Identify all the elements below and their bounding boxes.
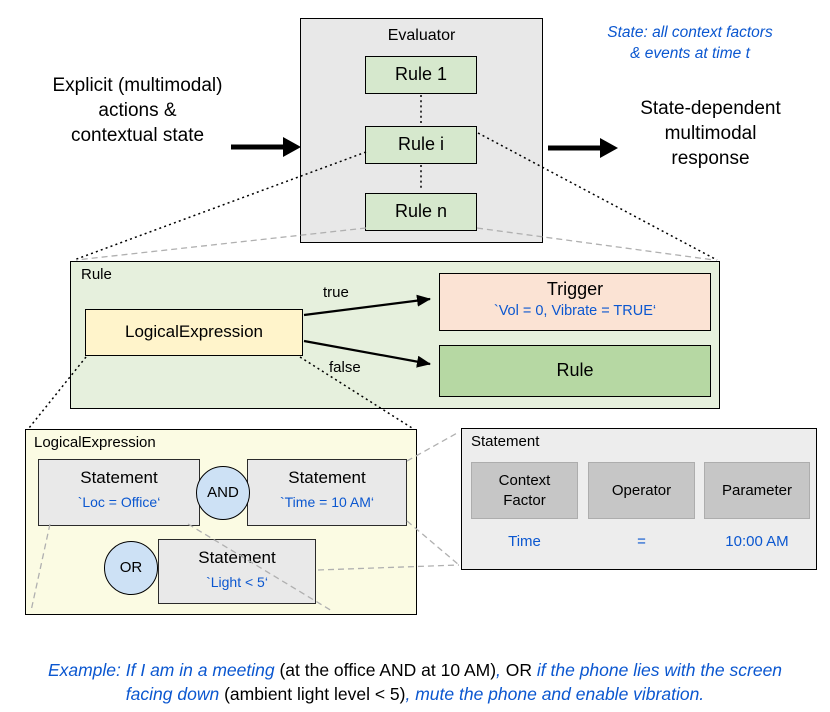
statement-3-title: Statement: [198, 548, 276, 567]
statement-3-box: Statement `Light < 5‘: [158, 539, 316, 604]
rule-i-box: Rule i: [365, 126, 477, 164]
or-operator-circle: OR: [104, 541, 158, 595]
rule-1-box: Rule 1: [365, 56, 477, 94]
context-factor-value: Time: [508, 533, 541, 550]
evaluator-frame: Evaluator Rule 1 Rule i Rule n: [300, 18, 543, 243]
true-branch-label: true: [323, 284, 349, 301]
statement-1-title: Statement: [80, 468, 158, 487]
example-caption: Example: If I am in a meeting (at the of…: [25, 658, 805, 706]
statement-3-value: `Light < 5‘: [206, 574, 268, 590]
example-segment: Example: If I am in a meeting: [47, 659, 280, 680]
statement-1-value: `Loc = Office‘: [77, 494, 161, 510]
statement-frame-label: Statement: [471, 433, 540, 450]
example-segment: if the phone lies with the screen facing…: [125, 659, 783, 704]
and-operator-circle: AND: [196, 466, 250, 520]
input-label: Explicit (multimodal) actions & contextu…: [52, 75, 223, 146]
rule-n-box: Rule n: [365, 193, 477, 231]
trigger-value: `Vol = 0, Vibrate = TRUE‘: [493, 303, 657, 319]
example-segment: (at the office AND at 10 AM): [279, 659, 497, 680]
example-segment: ,: [496, 659, 506, 680]
state-note: State: all context factors & events at t…: [607, 24, 773, 62]
trigger-box: Trigger `Vol = 0, Vibrate = TRUE‘: [439, 273, 711, 331]
rule-detail-frame: Rule LogicalExpression true false Trigge…: [70, 261, 720, 409]
logical-expression-frame-label: LogicalExpression: [34, 434, 156, 451]
statement-2-box: Statement `Time = 10 AM‘: [247, 459, 407, 526]
trigger-title: Trigger: [546, 279, 604, 299]
example-segment: , mute the phone and enable vibration.: [405, 683, 705, 704]
output-label: State-dependent multimodal response: [640, 98, 781, 169]
nested-rule-box: Rule: [439, 345, 711, 397]
rule-frame-label: Rule: [81, 266, 112, 283]
statement-2-title: Statement: [288, 468, 366, 487]
example-segment: (ambient light level < 5): [224, 683, 406, 704]
logical-expression-box: LogicalExpression: [85, 309, 303, 356]
parameter-value: 10:00 AM: [725, 533, 789, 550]
false-branch-label: false: [329, 359, 361, 376]
context-factor-field: Context Factor: [471, 462, 578, 519]
evaluator-title: Evaluator: [387, 27, 456, 44]
logical-expression-detail-frame: LogicalExpression Statement `Loc = Offic…: [25, 429, 417, 615]
parameter-field: Parameter: [704, 462, 810, 519]
operator-field: Operator: [588, 462, 695, 519]
operator-value: =: [637, 533, 646, 550]
statement-2-value: `Time = 10 AM‘: [279, 494, 374, 510]
statement-detail-frame: Statement Context Factor Operator Parame…: [461, 428, 817, 570]
statement-1-box: Statement `Loc = Office‘: [38, 459, 200, 526]
example-segment: OR: [505, 659, 533, 680]
